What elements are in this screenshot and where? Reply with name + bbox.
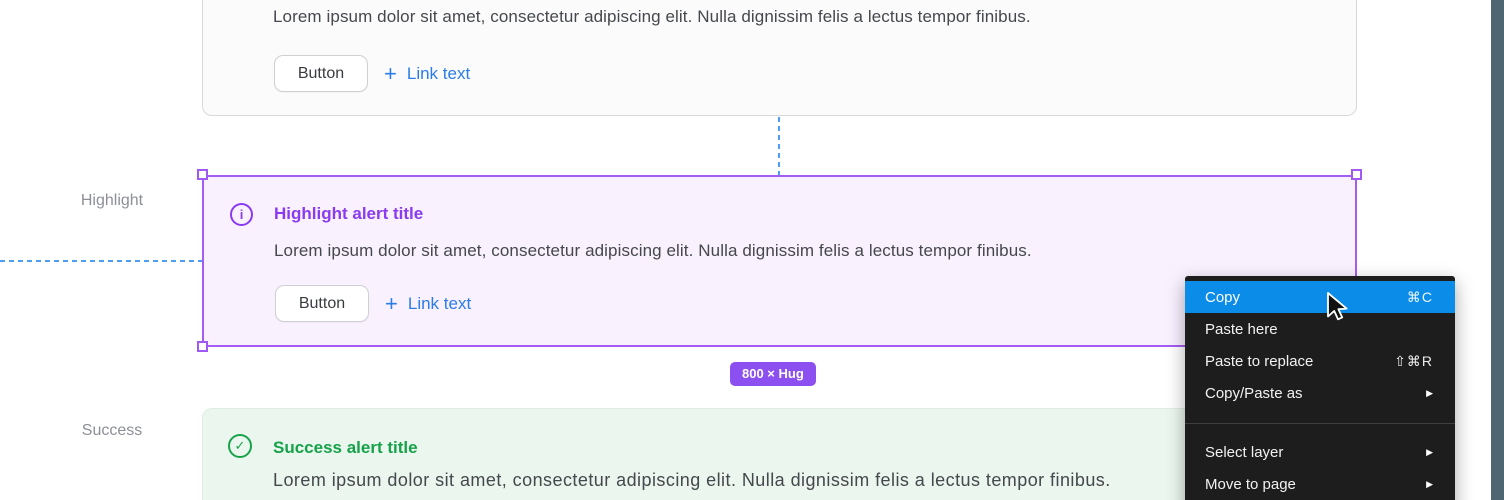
check-icon: ✓	[228, 434, 252, 458]
menu-item-paste-to-replace[interactable]: Paste to replace ⇧⌘R	[1185, 345, 1455, 377]
submenu-arrow-icon: ▶	[1426, 387, 1433, 398]
selection-handle-top-left[interactable]	[197, 169, 208, 180]
menu-shortcut: ⌘C	[1406, 288, 1433, 305]
default-alert-card[interactable]: Lorem ipsum dolor sit amet, consectetur …	[202, 0, 1357, 116]
alert-button[interactable]: Button	[274, 55, 368, 92]
link-text: Link text	[407, 293, 472, 313]
alert-link[interactable]: + Link text	[385, 290, 472, 316]
menu-item-select-layer[interactable]: Select layer ▶	[1185, 436, 1455, 468]
menu-item-label: Copy/Paste as	[1205, 384, 1303, 402]
menu-item-copy-paste-as[interactable]: Copy/Paste as ▶	[1185, 377, 1455, 409]
submenu-arrow-icon: ▶	[1426, 446, 1433, 457]
menu-item-label: Copy	[1205, 288, 1241, 306]
alert-button[interactable]: Button	[275, 285, 369, 322]
plus-icon: +	[385, 290, 398, 316]
menu-item-move-to-page[interactable]: Move to page ▶	[1185, 468, 1455, 500]
menu-item-label: Select layer	[1205, 443, 1284, 461]
horizontal-guide-line	[0, 260, 202, 262]
context-menu: Copy ⌘C Paste here Paste to replace ⇧⌘R …	[1185, 276, 1455, 500]
mouse-cursor-icon	[1327, 292, 1348, 321]
menu-item-label: Paste to replace	[1205, 352, 1314, 370]
menu-item-copy[interactable]: Copy ⌘C	[1185, 281, 1455, 313]
menu-item-paste-here[interactable]: Paste here	[1185, 313, 1455, 345]
alert-body-text: Lorem ipsum dolor sit amet, consectetur …	[274, 241, 1032, 260]
link-text: Link text	[406, 63, 471, 83]
section-label-highlight[interactable]: Highlight	[80, 192, 144, 209]
success-alert-card[interactable]: ✓ Success alert title Lorem ipsum dolor …	[202, 408, 1357, 500]
highlight-alert-title: Highlight alert title	[274, 204, 424, 223]
menu-shortcut: ⇧⌘R	[1394, 352, 1433, 369]
highlight-alert-card[interactable]: i Highlight alert title Lorem ipsum dolo…	[202, 175, 1357, 347]
info-icon: i	[230, 203, 253, 226]
success-alert-title: Success alert title	[273, 438, 418, 457]
alert-link[interactable]: + Link text	[384, 60, 471, 86]
alert-body-text: Lorem ipsum dolor sit amet, consectetur …	[273, 7, 1031, 26]
menu-item-label: Move to page	[1205, 475, 1296, 493]
selection-size-badge: 800 × Hug	[730, 362, 816, 386]
selection-handle-bottom-left[interactable]	[197, 341, 208, 352]
menu-item-label: Paste here	[1205, 320, 1278, 338]
section-label-success[interactable]: Success	[81, 422, 143, 439]
submenu-arrow-icon: ▶	[1426, 478, 1433, 489]
selection-handle-top-right[interactable]	[1351, 169, 1362, 180]
plus-icon: +	[384, 60, 397, 86]
menu-separator	[1185, 423, 1455, 424]
alert-body-text: Lorem ipsum dolor sit amet, consectetur …	[273, 470, 1111, 490]
window-edge-strip	[1491, 0, 1504, 500]
